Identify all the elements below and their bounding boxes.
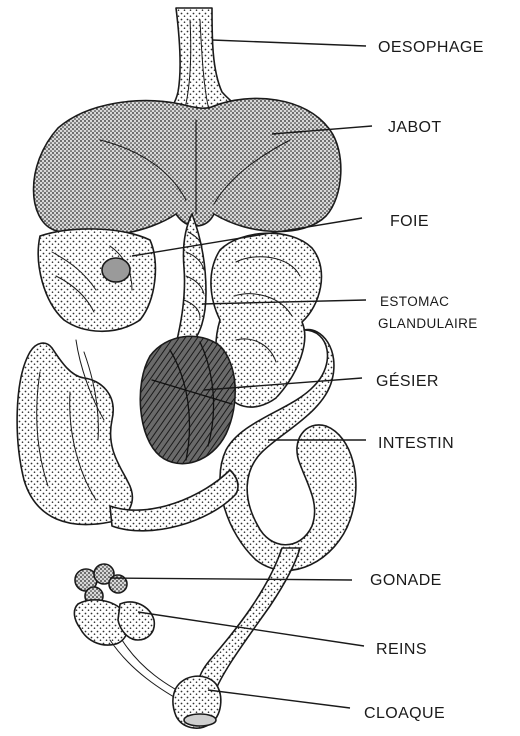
gizzard-shape <box>140 336 235 463</box>
proventriculus-shape <box>176 214 206 344</box>
liver-shape <box>38 229 155 331</box>
label-gesier: GÉSIER <box>376 371 439 390</box>
cloaque-leader <box>208 690 350 708</box>
labels: OESOPHAGE JABOT FOIE ESTOMAC GLANDULAIRE… <box>364 39 484 722</box>
label-intestin: INTESTIN <box>378 435 454 452</box>
label-gonade: GONADE <box>370 572 442 589</box>
label-estomac-line2: GLANDULAIRE <box>378 316 478 331</box>
label-estomac-line1: ESTOMAC <box>380 294 449 309</box>
gonad-shape <box>75 564 127 605</box>
label-jabot: JABOT <box>388 119 442 136</box>
label-reins: REINS <box>376 641 427 658</box>
label-foie: FOIE <box>390 213 429 230</box>
crop-shape <box>34 98 341 236</box>
rectum-shape <box>198 548 300 694</box>
oesophage-leader <box>212 40 366 46</box>
label-oesophage: OESOPHAGE <box>378 39 484 56</box>
cloaca-shape <box>173 676 221 728</box>
gonade-leader <box>110 578 352 580</box>
intestine-left-loop <box>17 340 132 525</box>
label-cloaque: CLOAQUE <box>364 705 445 722</box>
